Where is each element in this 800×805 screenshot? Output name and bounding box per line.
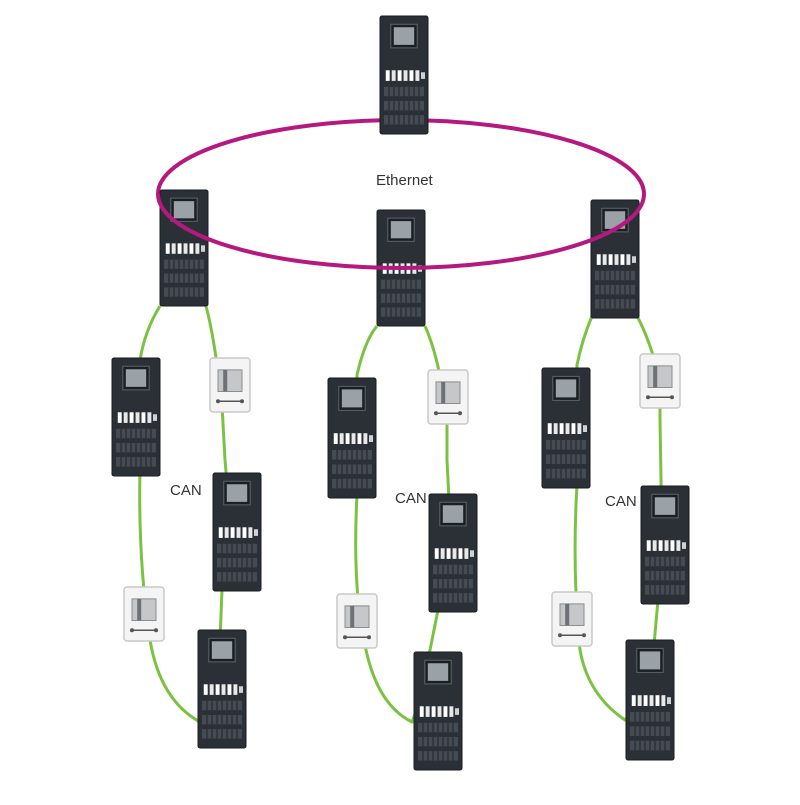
- module-center-can-1: [427, 369, 469, 425]
- panel-ethernet-left: [159, 189, 209, 307]
- ethernet-ring-bottom-arc: [156, 193, 646, 270]
- ethernet-label: Ethernet: [376, 172, 433, 189]
- panel-center-can-3: [413, 651, 463, 771]
- network-nodes: [111, 15, 690, 771]
- ethernet-ring-front: [156, 193, 646, 270]
- panel-left-can-2: [212, 472, 262, 592]
- panel-left-can-1: [111, 357, 161, 477]
- can-label-left: CAN: [170, 482, 202, 499]
- module-right-can-2: [551, 591, 593, 647]
- panel-right-can-1: [541, 367, 591, 489]
- module-right-can-1: [639, 353, 681, 409]
- can-label-right: CAN: [605, 493, 637, 510]
- panel-right-can-2: [640, 485, 690, 605]
- module-left-can-2: [123, 586, 165, 642]
- panel-center-can-1: [327, 377, 377, 499]
- panel-ethernet-right: [590, 199, 640, 319]
- module-left-can-1: [209, 357, 251, 413]
- panel-left-can-3: [197, 629, 247, 749]
- panel-center-can-2: [428, 493, 478, 613]
- can-label-center: CAN: [395, 490, 427, 507]
- panel-right-can-3: [625, 639, 675, 761]
- module-center-can-2: [336, 593, 378, 649]
- panel-top: [379, 15, 429, 135]
